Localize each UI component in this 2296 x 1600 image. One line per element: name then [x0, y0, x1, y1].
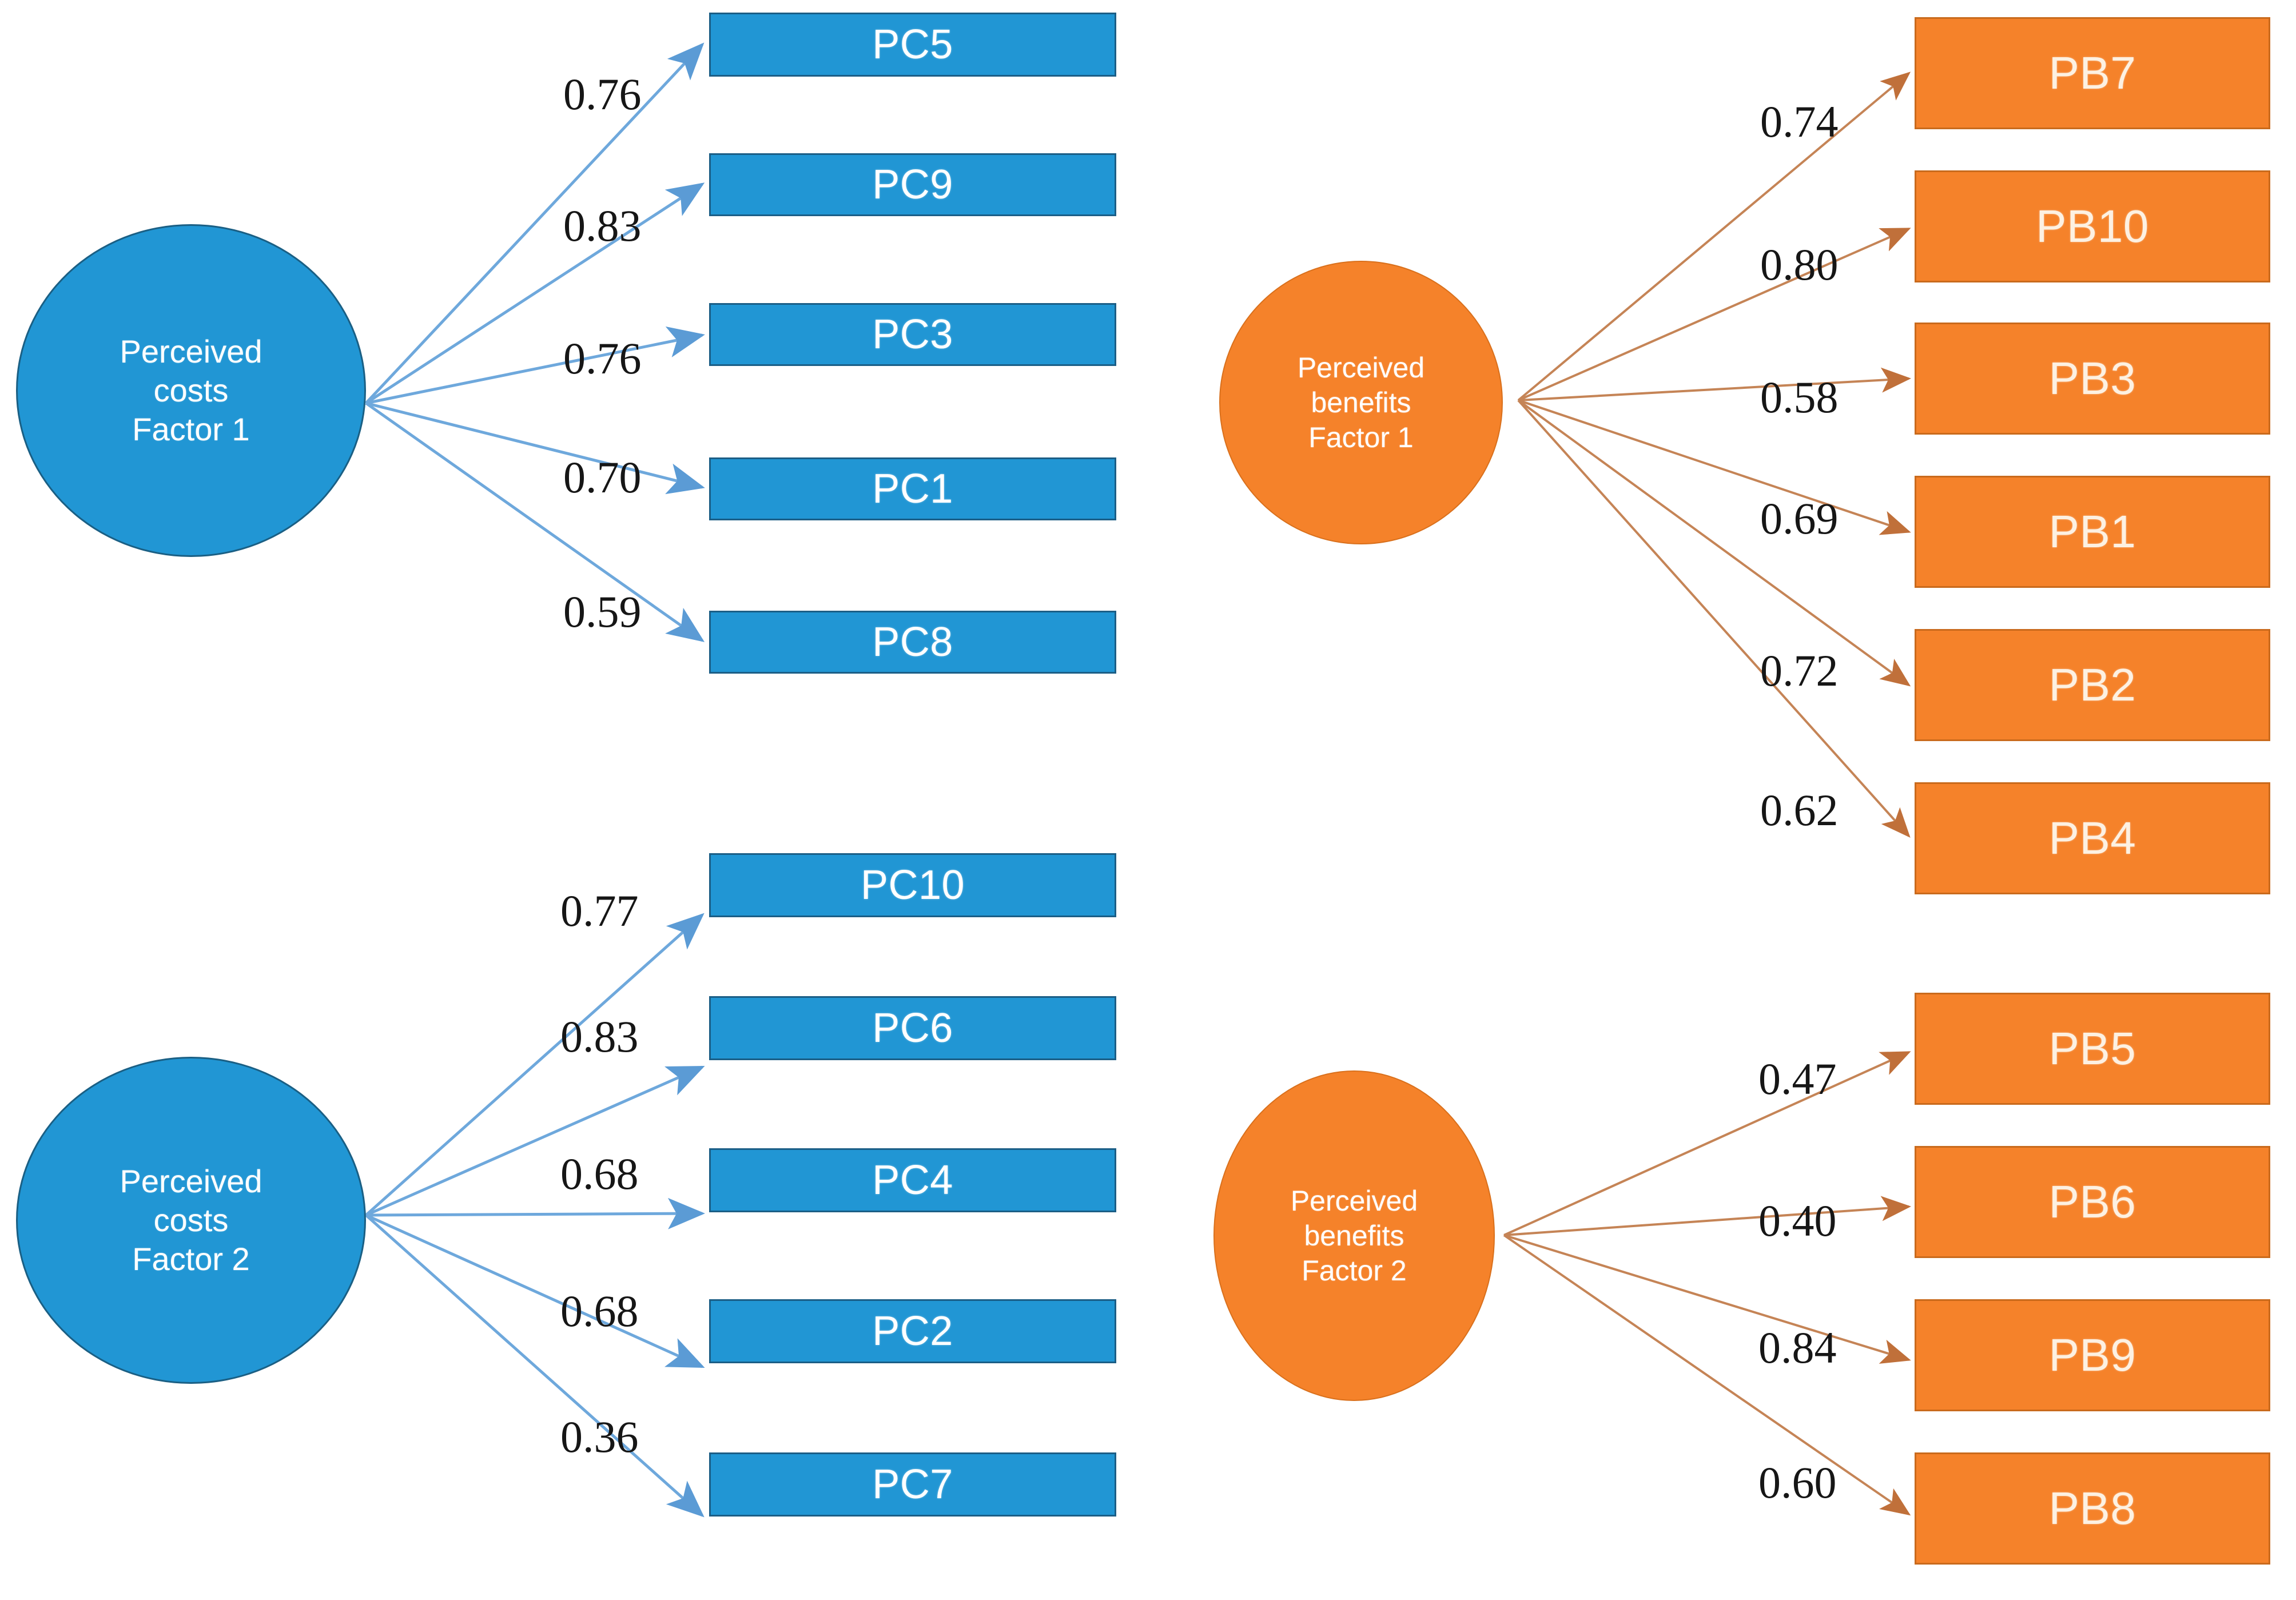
- indicator-box-pc10[interactable]: PC10: [709, 853, 1116, 917]
- indicator-label: PC7: [872, 1462, 953, 1507]
- indicator-label: PB10: [2036, 201, 2149, 252]
- indicator-label: PB3: [2048, 353, 2136, 404]
- factor-label-line2: benefits: [1311, 386, 1411, 419]
- loading-label-pb6: 0.40: [1758, 1196, 1837, 1245]
- loading-label-pc7: 0.36: [560, 1412, 639, 1462]
- loading-label-pc8: 0.59: [563, 587, 642, 636]
- loading-label-pb1: 0.69: [1760, 493, 1839, 543]
- indicator-box-pb3[interactable]: PB3: [1915, 323, 2270, 435]
- arrow-group-costs-f2: [365, 913, 705, 1518]
- factor-label-line2: costs: [153, 1201, 229, 1238]
- arrow-group-benefits-f2: [1503, 1051, 1911, 1516]
- indicator-box-pc2[interactable]: PC2: [709, 1299, 1116, 1363]
- factor-label-line1: Perceived: [1297, 351, 1425, 384]
- factor-label-line2: costs: [153, 372, 229, 408]
- factor-label-line2: benefits: [1304, 1219, 1404, 1252]
- indicator-box-pb7[interactable]: PB7: [1915, 17, 2270, 129]
- factor-node-perceived-costs-factor-1[interactable]: Perceived costs Factor 1: [16, 224, 366, 557]
- factor-label-line3: Factor 2: [1302, 1254, 1407, 1287]
- loading-label-pc1: 0.70: [563, 452, 642, 502]
- indicator-box-pb10[interactable]: PB10: [1915, 170, 2270, 282]
- indicator-box-pc3[interactable]: PC3: [709, 303, 1116, 366]
- indicator-label: PC6: [872, 1005, 953, 1051]
- loading-label-pb7: 0.74: [1760, 97, 1839, 146]
- indicator-box-pc5[interactable]: PC5: [709, 13, 1116, 77]
- loading-label-pb10: 0.80: [1760, 240, 1839, 289]
- factor-node-perceived-costs-factor-2[interactable]: Perceived costs Factor 2: [16, 1057, 366, 1384]
- indicator-label: PB5: [2048, 1023, 2136, 1074]
- factor-label-line1: Perceived: [120, 333, 262, 369]
- factor-node-perceived-benefits-factor-2[interactable]: Perceived benefits Factor 2: [1213, 1070, 1495, 1401]
- loading-label-pc10: 0.77: [560, 886, 639, 936]
- arrow-group-benefits-f1: [1517, 71, 1911, 838]
- loading-label-pc3: 0.76: [563, 333, 642, 383]
- loading-label-pc6: 0.83: [560, 1012, 639, 1061]
- factor-node-label: Perceived costs Factor 2: [120, 1162, 262, 1279]
- indicator-box-pb6[interactable]: PB6: [1915, 1146, 2270, 1258]
- loading-label-pb3: 0.58: [1760, 372, 1839, 422]
- indicator-box-pb9[interactable]: PB9: [1915, 1299, 2270, 1411]
- loading-label-pb2: 0.72: [1760, 646, 1839, 695]
- loading-label-pb9: 0.84: [1758, 1323, 1837, 1372]
- indicator-label: PB6: [2048, 1176, 2136, 1227]
- factor-node-label: Perceived benefits Factor 2: [1291, 1184, 1418, 1288]
- loading-label-pc4: 0.68: [560, 1149, 639, 1199]
- factor-node-perceived-benefits-factor-1[interactable]: Perceived benefits Factor 1: [1219, 261, 1503, 544]
- factor-label-line3: Factor 2: [132, 1241, 250, 1277]
- indicator-box-pb2[interactable]: PB2: [1915, 629, 2270, 741]
- indicator-box-pb8[interactable]: PB8: [1915, 1452, 2270, 1565]
- indicator-box-pc1[interactable]: PC1: [709, 457, 1116, 520]
- indicator-label: PC9: [872, 162, 953, 208]
- factor-label-line1: Perceived: [120, 1163, 262, 1199]
- indicator-box-pb5[interactable]: PB5: [1915, 993, 2270, 1105]
- indicator-label: PB4: [2048, 813, 2136, 863]
- indicator-label: PC5: [872, 22, 953, 67]
- indicator-label: PC2: [872, 1308, 953, 1354]
- indicator-label: PC10: [860, 862, 965, 908]
- indicator-label: PB1: [2048, 506, 2136, 557]
- indicator-label: PC3: [872, 312, 953, 357]
- indicator-box-pb1[interactable]: PB1: [1915, 476, 2270, 588]
- indicator-label: PC4: [872, 1157, 953, 1203]
- loading-label-pb4: 0.62: [1760, 785, 1839, 835]
- indicator-box-pc7[interactable]: PC7: [709, 1452, 1116, 1517]
- indicator-label: PB8: [2048, 1483, 2136, 1534]
- factor-label-line3: Factor 1: [1308, 421, 1414, 453]
- indicator-label: PC1: [872, 466, 953, 512]
- factor-node-label: Perceived benefits Factor 1: [1298, 351, 1424, 455]
- indicator-label: PC8: [872, 619, 953, 665]
- loading-label-pc9: 0.83: [563, 201, 642, 250]
- loading-label-pc2: 0.68: [560, 1286, 639, 1336]
- arrow-group-costs-f1: [365, 42, 705, 642]
- indicator-label: PB7: [2048, 47, 2136, 98]
- indicator-box-pc6[interactable]: PC6: [709, 996, 1116, 1060]
- indicator-label: PB2: [2048, 659, 2136, 710]
- loading-label-pb5: 0.47: [1758, 1054, 1837, 1104]
- indicator-box-pc4[interactable]: PC4: [709, 1148, 1116, 1212]
- indicator-box-pb4[interactable]: PB4: [1915, 782, 2270, 894]
- factor-label-line1: Perceived: [1290, 1184, 1418, 1217]
- loading-label-pb8: 0.60: [1758, 1458, 1837, 1507]
- loading-label-pc5: 0.76: [563, 69, 642, 119]
- factor-node-label: Perceived costs Factor 1: [120, 332, 262, 449]
- indicator-label: PB9: [2048, 1330, 2136, 1380]
- indicator-box-pc8[interactable]: PC8: [709, 611, 1116, 674]
- indicator-box-pc9[interactable]: PC9: [709, 153, 1116, 216]
- factor-label-line3: Factor 1: [132, 411, 250, 448]
